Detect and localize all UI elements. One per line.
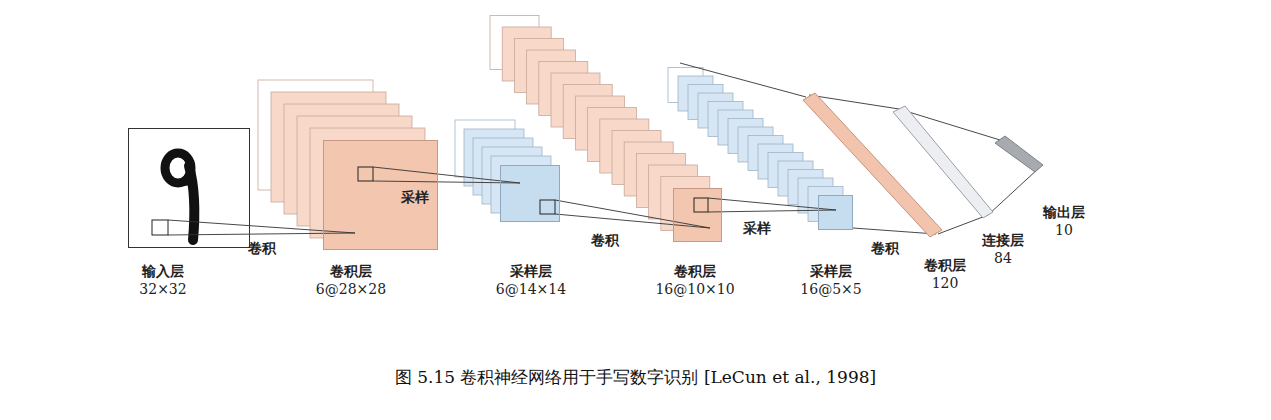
layer-map: 采样层6@14×14: [500, 165, 560, 222]
layer-name: 卷积层: [316, 262, 386, 280]
connection-line: [680, 63, 936, 234]
receptive-square: [694, 198, 708, 212]
layer-label: 连接层84: [982, 231, 1024, 267]
connection-line: [555, 200, 710, 228]
map-stack: [258, 80, 438, 250]
feature-map: [673, 188, 722, 242]
layer-band: [893, 106, 993, 218]
layer-size: 6@28×28: [316, 280, 386, 298]
connection-line: [708, 198, 836, 212]
receptive-square: [540, 200, 555, 214]
layer-map: 输入层32×32: [128, 128, 250, 248]
layer-map: 采样层16@5×5: [818, 195, 853, 230]
feature-map-stacks: [258, 16, 853, 251]
receptive-square: [152, 220, 168, 235]
layer-name: 输入层: [139, 262, 186, 280]
map-stack: [668, 68, 853, 231]
band-shape: [803, 93, 942, 237]
layer-band: [995, 136, 1043, 172]
operation-label: 采样: [743, 220, 771, 236]
layer-label: 卷积层16@10×10: [655, 262, 734, 298]
layer-label: 输入层32×32: [139, 262, 186, 298]
layer-size: 32×32: [139, 280, 186, 298]
digit-stroke: [165, 172, 190, 183]
feature-map: [500, 165, 560, 222]
layer-label: 输出层10: [1043, 203, 1085, 239]
receptive-field-squares: [152, 167, 708, 235]
map-stack: [455, 120, 560, 222]
layer-name: 采样层: [800, 262, 861, 280]
layer-label: 卷积层120: [924, 256, 966, 292]
layer-map: 输出层10: [995, 136, 1043, 172]
layer-name: 输出层: [1043, 203, 1085, 221]
layer-band: [803, 93, 942, 237]
handwritten-digit: [165, 153, 194, 240]
layer-map: 卷积层16@10×10: [673, 188, 722, 242]
operation-label: 卷积: [248, 240, 276, 256]
digit-stem: [189, 166, 194, 240]
receptive-square: [358, 167, 373, 181]
layer-name: 连接层: [982, 231, 1024, 249]
band-shape: [893, 106, 993, 218]
input-ground: [128, 128, 250, 248]
layer-size: 6@14×14: [496, 280, 566, 298]
layer-label: 采样层16@5×5: [800, 262, 861, 298]
operation-label: 卷积: [871, 240, 899, 256]
layer-name: 卷积层: [655, 262, 734, 280]
layer-size: 16@10×10: [655, 280, 734, 298]
connection-line: [168, 220, 355, 235]
layer-label: 采样层6@14×14: [496, 262, 566, 298]
operation-label: 采样: [401, 189, 429, 205]
operation-label: 卷积: [591, 232, 619, 248]
layer-size: 120: [924, 274, 966, 292]
connection-line: [373, 167, 520, 183]
layer-name: 卷积层: [924, 256, 966, 274]
band-shape: [995, 136, 1043, 172]
layer-size: 84: [982, 249, 1024, 267]
layer-map: 连接层84: [893, 106, 993, 218]
layer-size: 16@5×5: [800, 280, 861, 298]
figure-caption: 图 5.15 卷积神经网络用于手写数字识别 [LeCun et al., 199…: [0, 366, 1271, 388]
layer-label: 卷积层6@28×28: [316, 262, 386, 298]
feature-map: [818, 195, 853, 230]
layer-name: 采样层: [496, 262, 566, 280]
layer-map: 卷积层120: [803, 93, 942, 237]
layer-size: 10: [1043, 221, 1085, 239]
map-stack: [490, 16, 722, 243]
